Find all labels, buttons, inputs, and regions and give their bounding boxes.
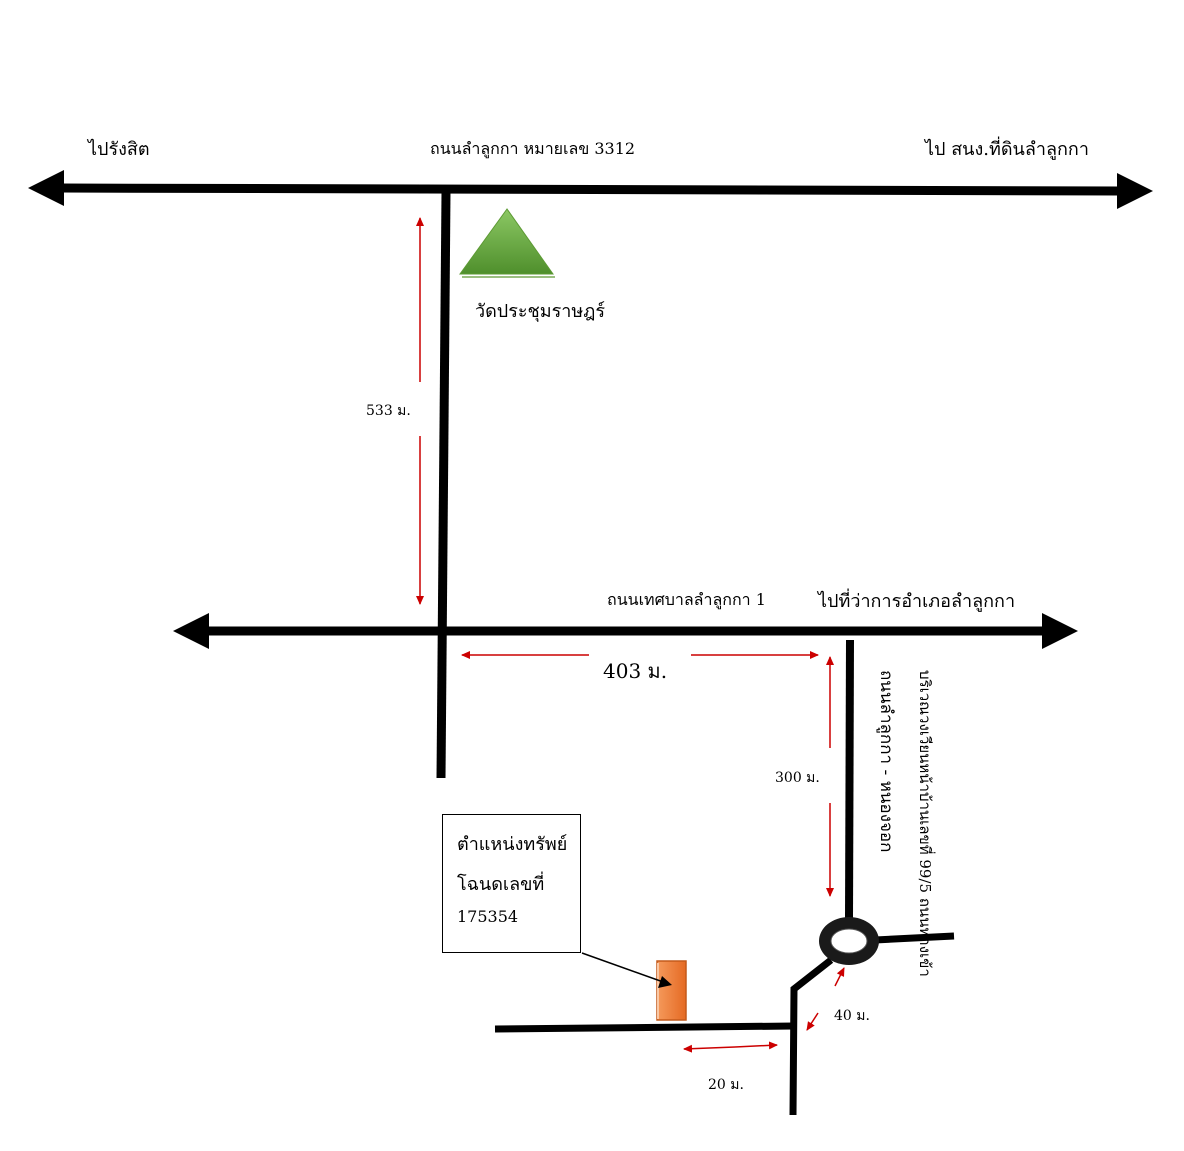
distance-533-label: 533 ม.: [366, 403, 411, 419]
property-marker-icon: [656, 960, 687, 1021]
vertical-road-right: [845, 639, 854, 919]
vertical-road-detail-label: บริเวณวงเวียนหน้าบ้านเลขที่ 99/5 ถนนทางเ…: [916, 670, 934, 977]
distance-20-label: 20 ม.: [708, 1077, 744, 1093]
temple-label: วัดประชุมราษฎร์: [475, 301, 606, 322]
roundabout: [819, 917, 879, 965]
distance-403-label: 403 ม.: [603, 659, 668, 683]
top-right-direction-label: ไป สนง.ที่ดินลำลูกกา: [925, 139, 1089, 160]
top-main-road: [28, 170, 1153, 209]
measure-20: [683, 1041, 778, 1053]
roundabout-southwest-road: [789, 957, 834, 1116]
middle-road-name-label: ถนนเทศบาลลำลูกกา 1: [607, 590, 766, 609]
vertical-road-name-label: ถนนลำลูกกา - หนองจอก: [876, 670, 896, 853]
distance-40-label: 40 ม.: [834, 1008, 870, 1024]
property-title: ตำแหน่งทรัพย์: [457, 834, 568, 855]
temple-icon: [459, 208, 555, 278]
distance-300-label: 300 ม.: [775, 770, 820, 786]
top-left-direction-label: ไปรังสิต: [88, 139, 150, 160]
deed-number: 175354: [457, 907, 519, 926]
middle-right-direction-label: ไปที่ว่าการอำเภอลำลูกกา: [818, 591, 1016, 612]
callout-pointer: [581, 952, 672, 988]
property-callout: ตำแหน่งทรัพย์ โฉนดเลขที่ 175354: [442, 814, 581, 953]
deed-label: โฉนดเลขที่: [457, 874, 545, 895]
middle-road: [173, 613, 1078, 649]
top-road-name-label: ถนนลำลูกกา หมายเลข 3312: [430, 139, 636, 158]
lower-road: [494, 1022, 795, 1033]
measure-40: [806, 967, 845, 1031]
roundabout-east-road: [874, 932, 955, 944]
vertical-road-left: [436, 191, 451, 779]
